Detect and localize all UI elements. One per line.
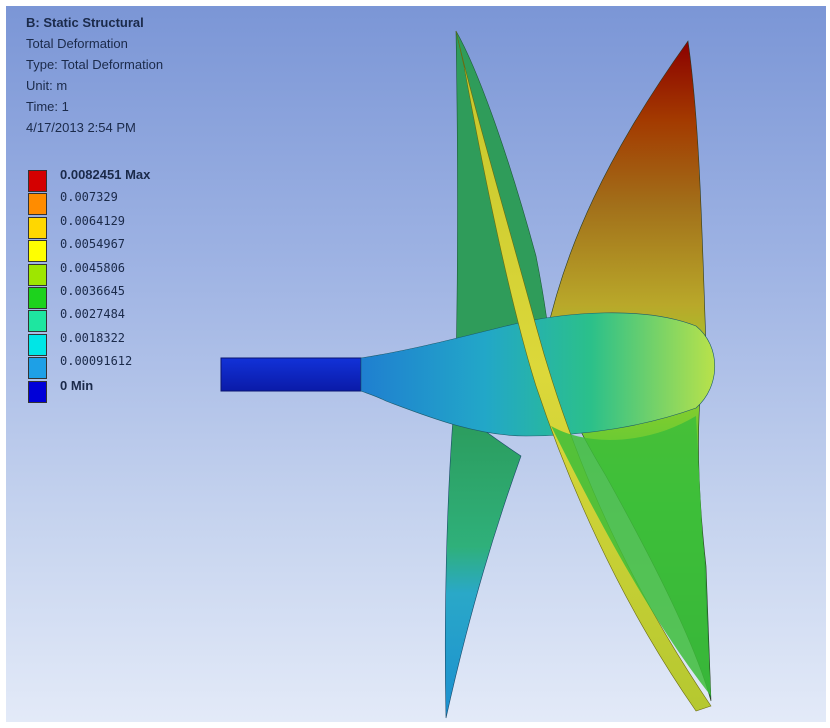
legend-color-swatch bbox=[28, 333, 47, 356]
blade-lower-right bbox=[551, 416, 711, 696]
legend-color-swatch bbox=[28, 287, 47, 309]
result-type: Type: Total Deformation bbox=[26, 57, 164, 72]
shaft bbox=[220, 357, 362, 392]
propeller-model[interactable] bbox=[6, 6, 826, 722]
legend-color-swatch bbox=[28, 310, 47, 333]
result-name: Total Deformation bbox=[26, 36, 128, 51]
result-timestamp: 4/17/2013 2:54 PM bbox=[26, 120, 136, 135]
legend-label: 0.0054967 bbox=[60, 237, 126, 252]
legend-label: 0.0082451 Max bbox=[60, 167, 151, 182]
legend-label: 0.0018322 bbox=[60, 330, 126, 345]
result-unit: Unit: m bbox=[26, 78, 68, 93]
legend-label: 0.0045806 bbox=[60, 260, 126, 275]
legend-color-swatch bbox=[28, 380, 47, 403]
graphics-viewport[interactable]: B: Static Structural Total Deformation T… bbox=[6, 6, 826, 722]
legend-label: 0.0036645 bbox=[60, 284, 126, 298]
legend-color-swatch bbox=[28, 216, 47, 239]
legend-color-swatch bbox=[28, 240, 47, 263]
legend-color-swatch bbox=[28, 357, 47, 380]
blade-leading-edge bbox=[455, 30, 712, 712]
legend-color-swatch bbox=[28, 263, 47, 286]
legend-color-swatch bbox=[28, 170, 47, 192]
blade-lower-left bbox=[444, 405, 522, 719]
legend-color-swatch bbox=[28, 193, 47, 216]
legend-label: 0.0064129 bbox=[60, 213, 126, 228]
legend-label: 0 Min bbox=[60, 377, 94, 393]
legend-label: 0.0027484 bbox=[60, 307, 126, 322]
result-info: B: Static Structural Total Deformation T… bbox=[26, 12, 163, 138]
analysis-title: B: Static Structural bbox=[26, 15, 144, 30]
legend-label: 0.007329 bbox=[60, 190, 118, 205]
result-time: Time: 1 bbox=[26, 99, 69, 114]
legend-label: 0.00091612 bbox=[60, 354, 133, 369]
